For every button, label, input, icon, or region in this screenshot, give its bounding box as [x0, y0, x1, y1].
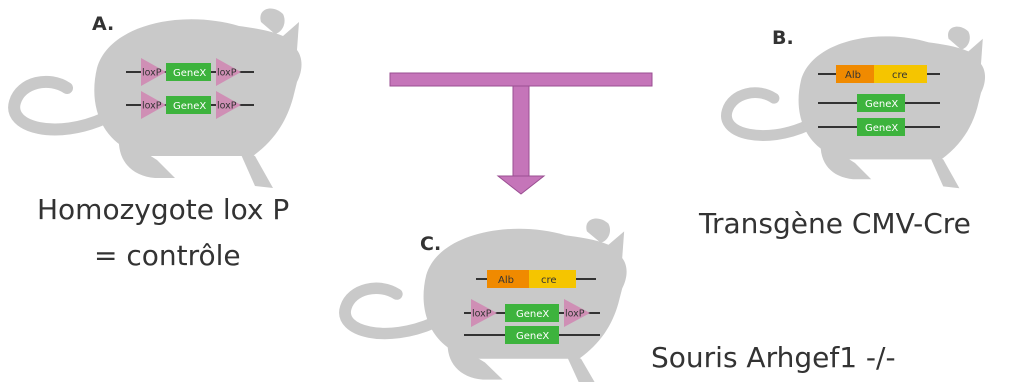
mouse-a-allele-1: loxP GeneX loxP — [126, 58, 254, 86]
mouse-b-transgene: Alb cre — [818, 65, 940, 83]
cre-label: cre — [892, 70, 908, 81]
cross-arrow-head — [496, 175, 546, 195]
loxp-site-a2-left — [141, 91, 166, 119]
gene-label: GeneX — [516, 331, 549, 342]
mouse-a — [14, 8, 301, 188]
mouse-a-allele-2: loxP GeneX loxP — [126, 91, 254, 119]
alb-promoter-c — [487, 270, 529, 288]
alb-label: Alb — [845, 70, 861, 81]
caption-a-line2: = contrôle — [94, 239, 241, 272]
panel-a-letter: A. — [92, 13, 114, 35]
loxp-site-a2-right — [216, 91, 241, 119]
gene-label: GeneX — [173, 68, 206, 79]
alb-promoter-b — [836, 65, 874, 83]
gene-box-c2 — [505, 326, 559, 344]
gene-box-c1 — [505, 304, 559, 322]
loxp-site-a1-right — [216, 58, 241, 86]
loxp-site-c-right — [564, 299, 590, 327]
mouse-c-silhouette — [345, 219, 627, 382]
cross-arrow-stem — [512, 85, 530, 179]
loxp-label: loxP — [565, 309, 585, 320]
gene-box-b2 — [857, 118, 905, 136]
alb-label: Alb — [498, 275, 514, 286]
mouse-b-silhouette — [726, 27, 985, 189]
mouse-c — [345, 219, 627, 382]
mouse-c-transgene: Alb cre — [476, 270, 596, 288]
gene-label: GeneX — [865, 99, 898, 110]
panel-c-letter: C. — [420, 233, 441, 255]
caption-b: Transgène CMV-Cre — [699, 207, 971, 240]
cross-arrow — [389, 72, 653, 195]
cross-arrow-bar — [389, 72, 653, 87]
gene-box-b1 — [857, 94, 905, 112]
gene-label: GeneX — [516, 309, 549, 320]
cre-label: cre — [541, 275, 557, 286]
loxp-label: loxP — [142, 68, 162, 79]
loxp-site-a1-left — [141, 58, 166, 86]
loxp-label: loxP — [217, 68, 237, 79]
gene-box-a2 — [166, 96, 211, 114]
loxp-site-c-left — [471, 299, 497, 327]
loxp-label: loxP — [142, 101, 162, 112]
gene-box-a1 — [166, 63, 211, 81]
gene-label: GeneX — [173, 101, 206, 112]
loxp-label: loxP — [472, 309, 492, 320]
mouse-b-allele-1: GeneX — [818, 94, 940, 112]
mouse-b-allele-2: GeneX — [818, 118, 940, 136]
loxp-label: loxP — [217, 101, 237, 112]
caption-c: Souris Arhgef1 -/- — [651, 341, 896, 374]
mouse-c-allele-2: GeneX — [464, 326, 600, 344]
caption-a-line1: Homozygote lox P — [37, 193, 290, 226]
cre-gene-c — [529, 270, 576, 288]
panel-b-letter: B. — [772, 27, 794, 49]
cre-gene-b — [874, 65, 927, 83]
mouse-b — [726, 27, 985, 189]
mouse-a-silhouette — [14, 8, 301, 188]
gene-label: GeneX — [865, 123, 898, 134]
mouse-c-allele-1: loxP GeneX loxP — [464, 299, 600, 327]
